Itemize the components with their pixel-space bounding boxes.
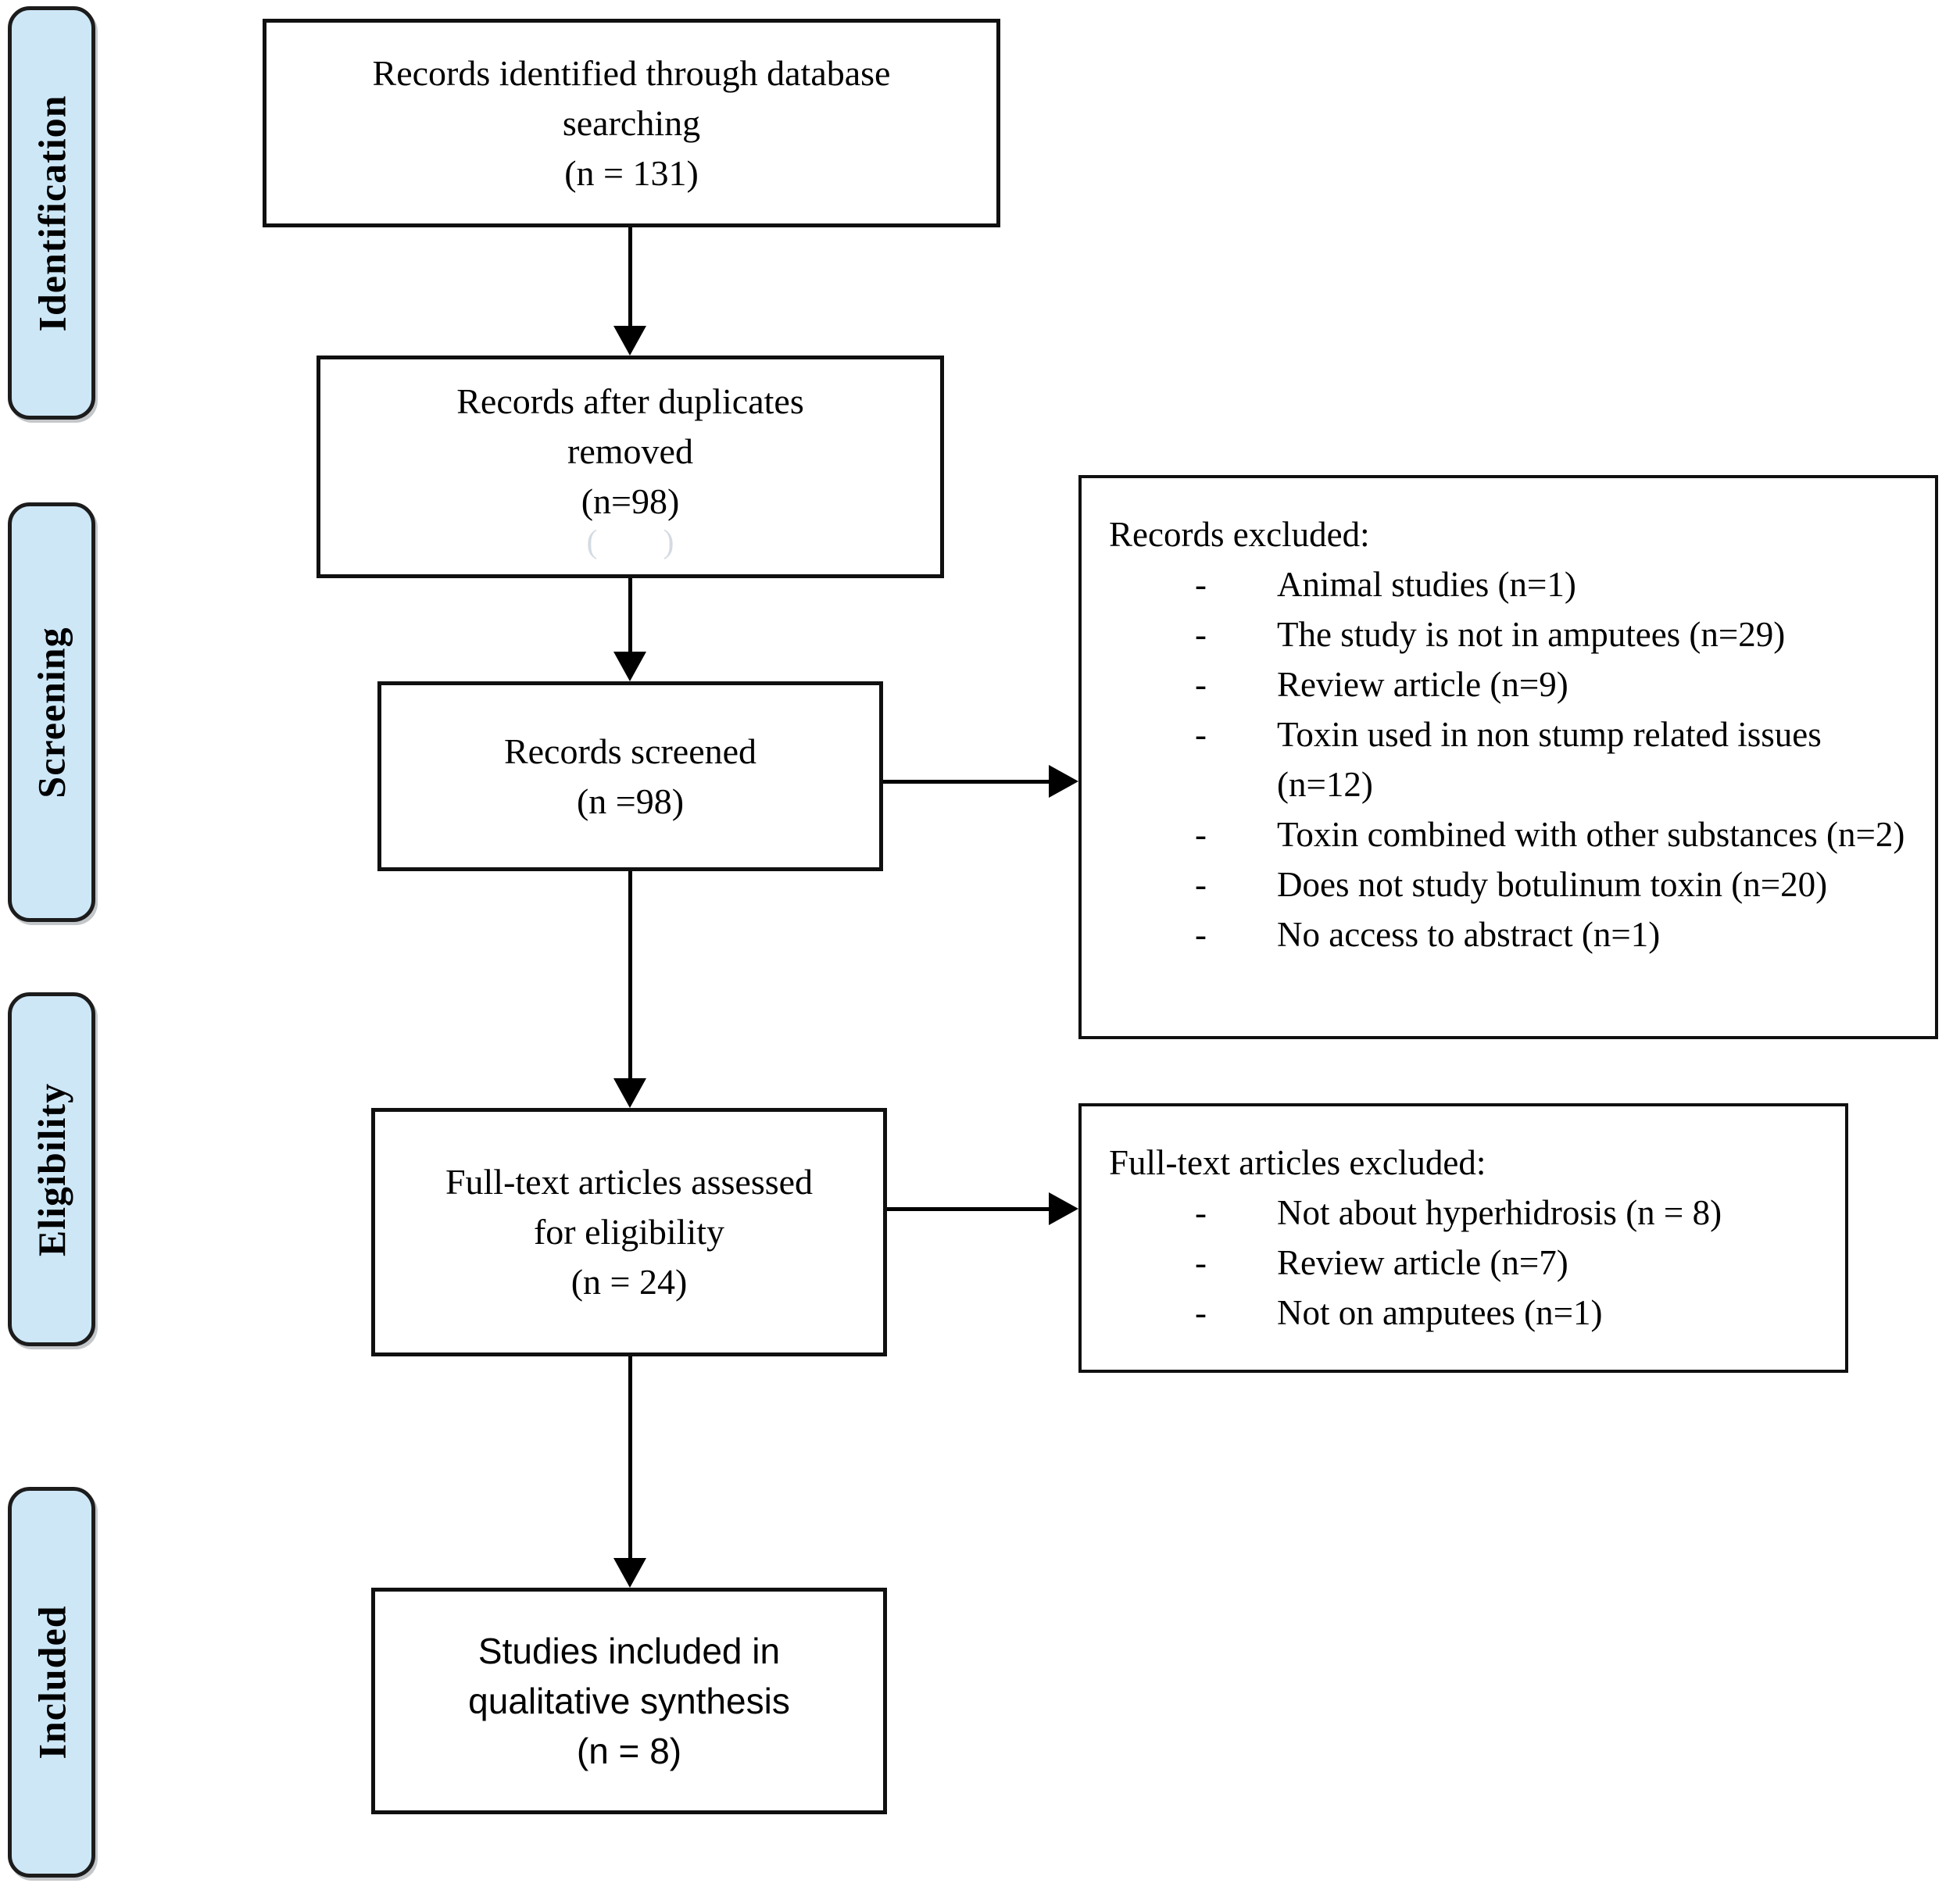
stage-tab-eligibility: Eligibility xyxy=(8,992,95,1346)
bullet-dash-icon: - xyxy=(1195,565,1207,604)
box-line: searching xyxy=(562,102,701,143)
box-line: Records screened xyxy=(503,731,757,771)
faded-artifact-text: ( ) xyxy=(586,523,674,560)
stage-tab-identification: Identification xyxy=(8,6,95,420)
excluded-item-text: Animal studies (n=1) xyxy=(1277,565,1576,604)
flow-box-fulltext-assessed: Full-text articles assessed for eligibil… xyxy=(371,1108,887,1356)
excluded-item: - Toxin used in non stump related issues… xyxy=(1109,709,1913,809)
bullet-dash-icon: - xyxy=(1195,865,1207,904)
arrow-line-fulltext-to-included xyxy=(628,1356,632,1558)
arrow-line-screened-to-excluded xyxy=(883,780,1050,784)
box-line: removed xyxy=(567,431,693,471)
box-line: (n=98) xyxy=(581,481,680,521)
bullet-dash-icon: - xyxy=(1195,815,1207,854)
bullet-dash-icon: - xyxy=(1195,1243,1207,1282)
stage-tab-screening: Screening xyxy=(8,502,95,922)
excluded-item: - Not on amputees (n=1) xyxy=(1109,1288,1823,1338)
box-line: (n = 131) xyxy=(564,152,699,193)
stage-tab-included: Included xyxy=(8,1487,95,1878)
flow-box-duplicates-removed: Records after duplicates removed (n=98) … xyxy=(317,356,944,578)
arrow-line-fulltext-to-excluded xyxy=(887,1207,1050,1211)
excluded-item-text: Toxin combined with other substances (n=… xyxy=(1277,815,1905,854)
arrowhead-right-icon xyxy=(1049,765,1078,798)
stage-label: Eligibility xyxy=(30,1082,74,1256)
excluded-item: - The study is not in amputees (n=29) xyxy=(1109,609,1913,659)
excluded-item-text: Not on amputees (n=1) xyxy=(1277,1293,1603,1332)
bullet-dash-icon: - xyxy=(1195,615,1207,654)
excluded-item-text: Review article (n=7) xyxy=(1277,1243,1568,1282)
excluded-item: - Does not study botulinum toxin (n=20) xyxy=(1109,859,1913,909)
excluded-box-title: Records excluded: xyxy=(1109,515,1370,554)
box-line: Studies included in xyxy=(477,1631,781,1671)
excluded-item-text: Toxin used in non stump related issues (… xyxy=(1277,715,1822,804)
bullet-dash-icon: - xyxy=(1195,665,1207,704)
bullet-dash-icon: - xyxy=(1195,915,1207,954)
box-line: for eligibility xyxy=(533,1212,724,1252)
excluded-item: - Toxin combined with other substances (… xyxy=(1109,809,1913,859)
arrowhead-down-icon xyxy=(613,1558,646,1588)
arrowhead-down-icon xyxy=(613,1078,646,1108)
excluded-item-text: The study is not in amputees (n=29) xyxy=(1277,615,1786,654)
box-line: Records after duplicates xyxy=(456,381,804,421)
stage-label: Screening xyxy=(30,626,73,799)
excluded-item: - Animal studies (n=1) xyxy=(1109,559,1913,609)
excluded-item: - Not about hyperhidrosis (n = 8) xyxy=(1109,1188,1823,1238)
bullet-dash-icon: - xyxy=(1195,1293,1207,1332)
excluded-item-text: Review article (n=9) xyxy=(1277,665,1568,704)
box-line: Records identified through database xyxy=(372,52,891,93)
records-excluded-box: Records excluded: - Animal studies (n=1)… xyxy=(1078,475,1938,1039)
box-line: (n = 24) xyxy=(570,1262,688,1302)
stage-label: Included xyxy=(30,1605,73,1760)
excluded-item: - Review article (n=7) xyxy=(1109,1238,1823,1288)
excluded-item-text: Not about hyperhidrosis (n = 8) xyxy=(1277,1193,1722,1232)
box-line: (n =98) xyxy=(576,781,685,821)
excluded-box-title: Full-text articles excluded: xyxy=(1109,1143,1486,1182)
excluded-item: - Review article (n=9) xyxy=(1109,659,1913,709)
fulltext-excluded-box: Full-text articles excluded: - Not about… xyxy=(1078,1103,1848,1373)
arrowhead-down-icon xyxy=(613,326,646,356)
excluded-item-text: No access to abstract (n=1) xyxy=(1277,915,1661,954)
flow-box-records-screened: Records screened (n =98) xyxy=(377,681,883,871)
bullet-dash-icon: - xyxy=(1195,715,1207,754)
box-line: qualitative synthesis xyxy=(468,1681,790,1721)
arrowhead-right-icon xyxy=(1049,1192,1078,1225)
flow-box-records-identified: Records identified through database sear… xyxy=(263,19,1000,227)
arrow-line-identified-to-duplicates xyxy=(628,227,632,327)
bullet-dash-icon: - xyxy=(1195,1193,1207,1232)
arrowhead-down-icon xyxy=(613,652,646,681)
arrow-line-duplicates-to-screened xyxy=(628,578,632,653)
box-line: (n = 8) xyxy=(576,1731,682,1771)
flow-box-studies-included: Studies included in qualitative synthesi… xyxy=(371,1588,887,1814)
stage-label: Identification xyxy=(30,95,73,331)
arrow-line-screened-to-fulltext xyxy=(628,871,632,1080)
box-line: Full-text articles assessed xyxy=(445,1162,814,1202)
excluded-item-text: Does not study botulinum toxin (n=20) xyxy=(1277,865,1828,904)
excluded-item: - No access to abstract (n=1) xyxy=(1109,909,1913,959)
